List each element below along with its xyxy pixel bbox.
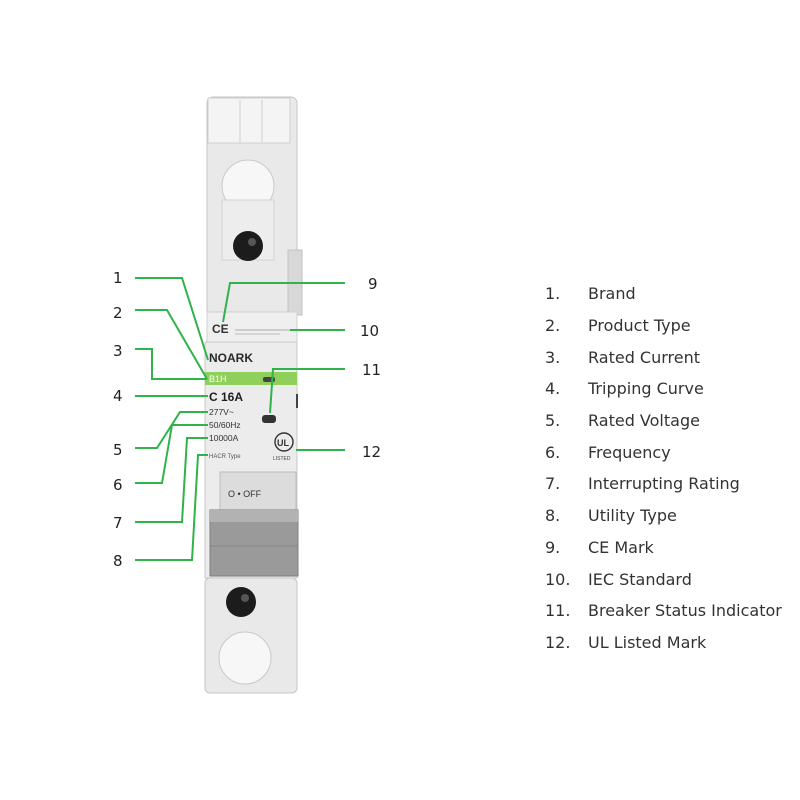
legend-item: 6.Frequency	[545, 442, 671, 462]
ce-mark: CE	[212, 322, 229, 336]
leader-7	[135, 437, 208, 523]
product-type-band	[205, 372, 297, 385]
interrupting-label: 10000A	[209, 433, 239, 443]
callout-5: 5	[113, 441, 123, 459]
legend-item: 7.Interrupting Rating	[545, 474, 740, 494]
callout-2: 2	[113, 304, 123, 322]
legend-item: 10.IEC Standard	[545, 569, 692, 589]
svg-text:LISTED: LISTED	[273, 456, 291, 462]
callout-6: 6	[113, 476, 123, 494]
brand-label: NOARK	[209, 351, 253, 365]
bottom-terminal-hole	[226, 587, 256, 617]
leader-8	[135, 454, 208, 561]
leader-3	[135, 348, 207, 380]
callout-10: 10	[360, 322, 379, 340]
top-terminal-hole	[233, 231, 263, 261]
legend-item: 5.Rated Voltage	[545, 411, 700, 431]
legend-item: 11.Breaker Status Indicator	[545, 601, 782, 621]
leader-lines	[135, 277, 345, 561]
product-type-label: B1H	[209, 374, 227, 384]
callout-4: 4	[113, 387, 123, 405]
off-indicator: O • OFF	[228, 489, 262, 499]
callout-12: 12	[362, 443, 381, 461]
legend-item: 12.UL Listed Mark	[545, 632, 707, 652]
legend-item: 9.CE Mark	[545, 537, 654, 557]
legend-item: 8.Utility Type	[545, 506, 677, 526]
frequency-label: 50/60Hz	[209, 420, 241, 430]
callout-9: 9	[368, 275, 378, 293]
leader-2	[135, 309, 208, 380]
leader-5	[135, 411, 208, 449]
leader-1	[135, 277, 209, 361]
leader-11	[269, 368, 345, 414]
svg-text:UL: UL	[277, 438, 289, 448]
bottom-screw-cover	[218, 631, 272, 685]
legend-item: 2.Product Type	[545, 316, 691, 336]
upper-clip	[207, 97, 291, 144]
rating-label: C 16A	[209, 390, 243, 404]
legend-list: 1.Brand 2.Product Type 3.Rated Current 4…	[545, 278, 795, 658]
callout-3: 3	[113, 342, 123, 360]
voltage-label: 277V~	[209, 407, 234, 417]
callout-1: 1	[113, 269, 123, 287]
legend-item: 4.Tripping Curve	[545, 379, 704, 399]
callout-11: 11	[362, 361, 381, 379]
callout-7: 7	[113, 514, 123, 532]
callout-numbers: 1 2 3 4 5 6 7 8 9 10 11 12	[113, 269, 381, 570]
leader-9	[222, 282, 345, 323]
utility-label: HACR Type	[209, 454, 241, 460]
circuit-breaker: CE NOARK B1H C 16A 277V~ 50/60Hz 10000A …	[204, 96, 303, 694]
legend-item: 1.Brand	[545, 284, 636, 304]
ul-listed-mark: UL LISTED	[273, 432, 294, 462]
callout-8: 8	[113, 552, 123, 570]
leader-6	[135, 424, 208, 484]
legend-item: 3.Rated Current	[545, 347, 701, 367]
